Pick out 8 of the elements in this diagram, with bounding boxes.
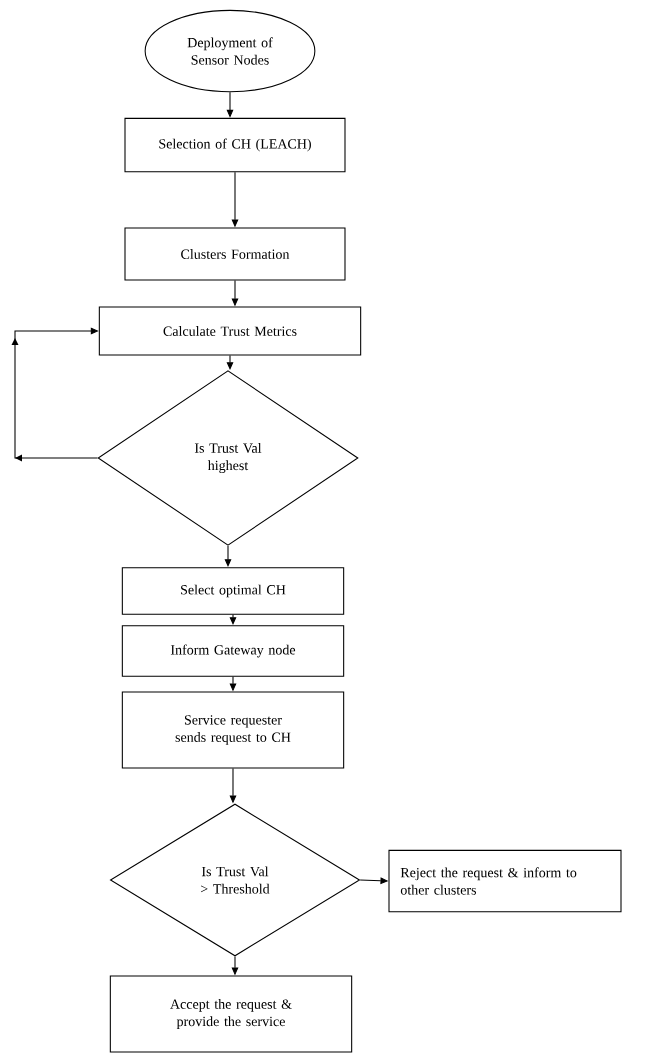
process-box: Calculate Trust Metrics	[98, 306, 362, 356]
process-box: Accept the request & provide the service	[109, 975, 353, 1053]
process-box: Inform Gateway node	[121, 625, 345, 677]
process-box: Select optimal CH	[121, 567, 345, 615]
process-box: Service requester sends request to CH	[121, 691, 345, 769]
process-box: Clusters Formation	[124, 227, 346, 281]
process-box: Selection of CH (LEACH)	[124, 117, 346, 173]
process-box: Reject the request & inform to other clusters	[388, 849, 622, 913]
